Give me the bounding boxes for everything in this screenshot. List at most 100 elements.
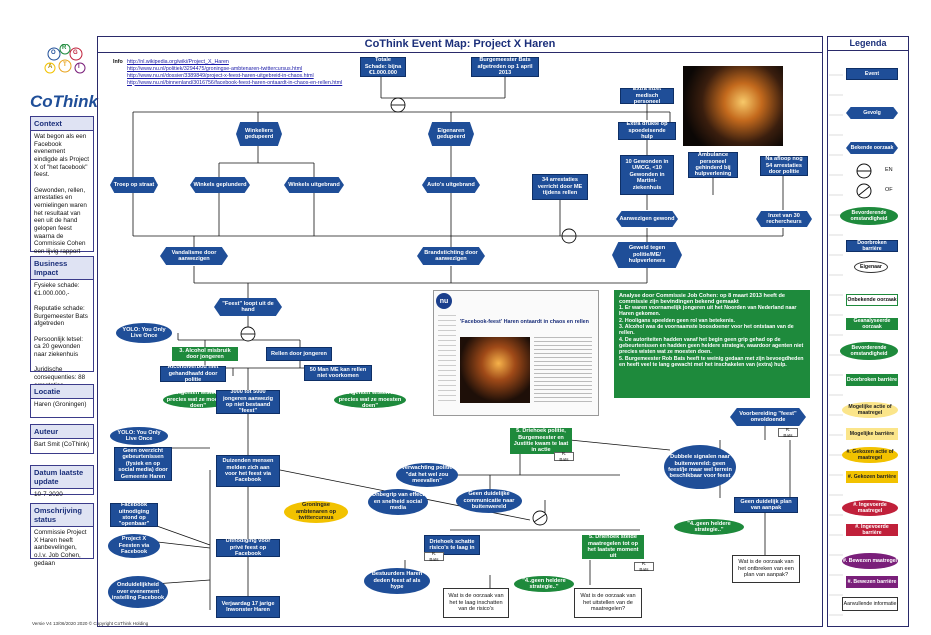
node-jongeren[interactable]: 3000 tot 5000 jongeren aanwezig op niet … (216, 389, 280, 414)
news-photo (460, 337, 530, 403)
node-onduidelijk[interactable]: Onduidelijkheid over evenement instellin… (108, 576, 168, 608)
context-text: Wat begon als een Facebook evenement ein… (34, 133, 89, 263)
node-driehoek-5[interactable]: 5. Driehoek politie, Burgemeester en Jus… (510, 428, 572, 454)
node-brandstichting[interactable]: Brandstichting door aanwezigen (417, 247, 485, 265)
node-geplunderd[interactable]: Winkels geplunderd (190, 177, 250, 193)
node-groningse[interactable]: Groningse ambtenaren op twittercursus (284, 501, 348, 523)
legend-ingevoerde-actie: #. Ingevoerde maatregel (842, 500, 898, 516)
node-uitnodiging-prive[interactable]: Uitnodiging voor privé feest op Facebook (216, 538, 280, 557)
legend-panel (827, 36, 909, 627)
legend-bewezen-barriere: #. Bewezen barrière (846, 576, 898, 588)
legend-icons-strip (829, 56, 843, 616)
node-duizenden[interactable]: Duizenden mensen melden zich aan voor he… (216, 455, 280, 487)
omschrijving-box: Omschrijving status Commissie Project X … (30, 503, 94, 567)
node-onbegrip[interactable]: Onbegrip van effect en snelheid social m… (368, 489, 428, 515)
node-ambulance[interactable]: Ambulance personeel gehinderd bij hulpve… (688, 152, 738, 178)
node-me-50[interactable]: 50 Man ME kan rellen niet voorkomen (304, 365, 372, 381)
info-link[interactable]: http://www.nu.nl/politiek/3294475/gronin… (127, 65, 303, 72)
node-alcohol[interactable]: 3. Alcohol misbruik door jongeren (172, 347, 238, 361)
datum-title: Datum laatste update (31, 466, 93, 489)
node-oorzaak-3[interactable]: Wat is de oorzaak van het ontbreken van … (732, 555, 800, 583)
node-heldere-1[interactable]: "4..geen heldere strategie.." (514, 576, 574, 592)
node-arrestaties-34[interactable]: 34 arrestaties verricht door ME tijdens … (532, 174, 588, 200)
node-agenten-2[interactable]: "4..Agenten wisten niet precies wat ze m… (334, 390, 406, 409)
omschrijving-title: Omschrijving status (31, 504, 93, 527)
node-troep[interactable]: Troep op straat (110, 177, 158, 193)
context-box: Context Wat begon als een Facebook evene… (30, 116, 94, 263)
node-r-bats-2[interactable]: R. Bats (424, 551, 444, 562)
node-yolo-1[interactable]: YOLO: You Only Live Once (116, 323, 172, 343)
info-link[interactable]: http://www.nu.nl/binnenland/3016756/face… (127, 79, 343, 86)
business-impact-box: Business Impact Fysieke schade: €1.000.0… (30, 256, 94, 389)
node-maatregelen-5[interactable]: 5. Driehoek stelde maatregelen tot op he… (582, 534, 644, 559)
info-link[interactable]: http://www.nu.nl/dossier/3389849/project… (127, 72, 314, 79)
legend-bevorderende-1: Bevorderende omstandigheid (840, 207, 898, 225)
legend-event: Event (846, 68, 898, 80)
node-r-bats-3[interactable]: R. Bats (634, 561, 654, 572)
node-vandalisme[interactable]: Vandalisme door aanwezigen (160, 247, 228, 265)
auteur-box: Auteur Bart Smit (CoThink) (30, 424, 94, 454)
legend-gekozen-actie: #. Gekozen actie of maatregel (842, 447, 898, 463)
legend-gekozen-barriere: #. Gekozen barrière (846, 471, 898, 483)
node-fb-uitnodiging[interactable]: Facebook uitnodiging stond op "openbaar" (110, 502, 158, 527)
legend-onbekende: Onbekende oorzaak (846, 294, 898, 306)
header-bar (97, 36, 823, 53)
node-r-bats-1[interactable]: R. Bats (554, 451, 574, 462)
locatie-title: Locatie (31, 385, 93, 399)
node-drukte[interactable]: Extra drukte op spoedeisende hulp (618, 121, 676, 140)
node-verwachting[interactable]: Verwachting politie "dat het wel zou mee… (396, 463, 458, 487)
analysis-text: 1. Er waren voornamelijk jongeren uit he… (619, 305, 804, 369)
info-block: Info http://nl.wikipedia.org/wiki/Projec… (113, 59, 353, 86)
datum-text: 10-7-2020 (34, 491, 63, 498)
info-link[interactable]: http://nl.wikipedia.org/wiki/Project_X_H… (127, 58, 229, 65)
node-recherche[interactable]: Inzet van 30 rechercheurs (756, 211, 812, 227)
node-driehoek-schatte[interactable]: Driehoek schatte risico's te laag in (424, 535, 480, 555)
node-projectx[interactable]: Project X Feesten via Facebook (108, 534, 160, 558)
locatie-box: Locatie Haren (Groningen) (30, 384, 94, 418)
event-total-damage[interactable]: Totale Schade: bijna €1.000.000 (360, 57, 406, 77)
node-geweld[interactable]: Geweld tegen politie/ME/ hulpverleners (612, 242, 682, 268)
node-oorzaak-2[interactable]: Wat is de oorzaak van het uitstellen van… (574, 588, 642, 618)
legend-en-icon (856, 163, 872, 179)
legend-doorbroken-2: Doorbroken barrière (846, 374, 898, 386)
riot-photo (683, 66, 783, 146)
omschrijving-text: Commissie Project X Haren heeft aanbevel… (34, 529, 87, 567)
legend-title: Legenda (827, 38, 909, 51)
node-autos[interactable]: Auto's uitgebrand (422, 177, 480, 193)
node-winkeliers[interactable]: Winkeliers gedupeerd (236, 122, 282, 146)
legend-gevolg: Gevolg (846, 107, 898, 119)
legend-mogelijke-actie: Mogelijke actie of maatregel (842, 402, 898, 418)
node-overzicht[interactable]: Geen overzicht gebeurtenissen (fysiek en… (114, 447, 172, 481)
node-agenten-1[interactable]: "4...Agenten wisten niet precies wat ze … (163, 390, 233, 409)
node-verjaardag[interactable]: Verjaardag 17 jarige Inwonster Haren (216, 596, 280, 618)
node-naafloop[interactable]: Na afloop nog 54 arrestaties door politi… (760, 156, 808, 176)
node-feest-uit-de-hand[interactable]: "Feest" loopt uit de hand (214, 298, 282, 316)
legend-bewezen-actie: #. Bewezen maatregel (842, 553, 898, 569)
node-r-bats-4[interactable]: R. Bats (778, 427, 798, 438)
node-uitgebrand[interactable]: Winkels uitgebrand (284, 177, 344, 193)
node-bestuurders[interactable]: Bestuurders Haren deden feest af als hyp… (364, 568, 430, 594)
node-yolo-2[interactable]: YOLO: You Only Live Once (110, 427, 168, 445)
node-heldere-3[interactable]: "4..geen heldere strategie.." (674, 519, 744, 535)
node-dubbele[interactable]: Dubbele signalen naar buitenwereld: geen… (664, 445, 736, 489)
business-impact-title: Business Impact (31, 257, 93, 280)
node-communicatie[interactable]: Geen duidelijke communicatie naar buiten… (456, 489, 522, 513)
legend-of-icon (856, 183, 872, 199)
node-eigenaren[interactable]: Eigenaren gedupeerd (428, 122, 474, 146)
logo-circles-icon (44, 43, 86, 74)
info-label: Info (113, 59, 123, 65)
node-rellen[interactable]: Rellen door jongeren (266, 347, 332, 361)
locatie-text: Haren (Groningen) (34, 401, 87, 408)
legend-doorbroken: Doorbroken barrière (846, 240, 898, 252)
node-voorbereiding[interactable]: Voorbereiding "feest" onvoldoende (730, 408, 806, 426)
node-medisch[interactable]: Extra inzet medisch personeel (620, 86, 674, 105)
auteur-text: Bart Smit (CoThink) (34, 441, 90, 448)
analysis-box: Analyse door Commissie Job Cohen: op 8 m… (614, 290, 810, 398)
node-aanwezigen[interactable]: Aanwezigen gewond (616, 211, 678, 227)
node-gewonden[interactable]: 10 Gewonden in UMCG, <10 Gewonden in Mar… (620, 155, 674, 195)
node-plan[interactable]: Geen duidelijk plan van aanpak (734, 497, 798, 513)
analysis-title: Analyse door Commissie Job Cohen: op 8 m… (619, 293, 785, 305)
event-mayor-resigned[interactable]: Burgemeester Bats afgetreden op 1 april … (471, 57, 539, 77)
node-oorzaak-1[interactable]: Wat is de oorzaak van het te laag inscha… (443, 588, 509, 618)
node-alcoholverbod[interactable]: Alcoholverbod niet gehandhaafd door poli… (160, 364, 226, 383)
